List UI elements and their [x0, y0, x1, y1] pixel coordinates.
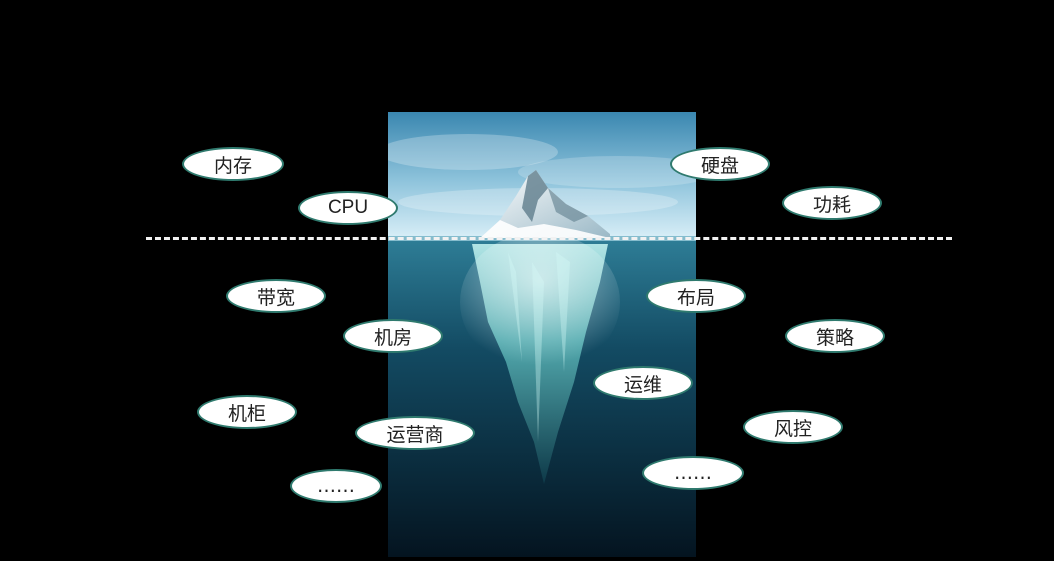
tag-more-right: …… [642, 456, 744, 490]
tag-power: 功耗 [782, 186, 882, 220]
tag-operations: 运维 [593, 366, 693, 400]
tag-bandwidth: 带宽 [226, 279, 326, 313]
tag-datacenter: 机房 [343, 319, 443, 353]
tag-cpu: CPU [298, 191, 398, 225]
tag-rack: 机柜 [197, 395, 297, 429]
tag-carrier: 运营商 [355, 416, 475, 450]
tag-disk: 硬盘 [670, 147, 770, 181]
waterline-divider [146, 237, 952, 240]
tag-layout: 布局 [646, 279, 746, 313]
tag-more-left: …… [290, 469, 382, 503]
tag-memory: 内存 [182, 147, 284, 181]
tag-risk-control: 风控 [743, 410, 843, 444]
tag-strategy: 策略 [785, 319, 885, 353]
